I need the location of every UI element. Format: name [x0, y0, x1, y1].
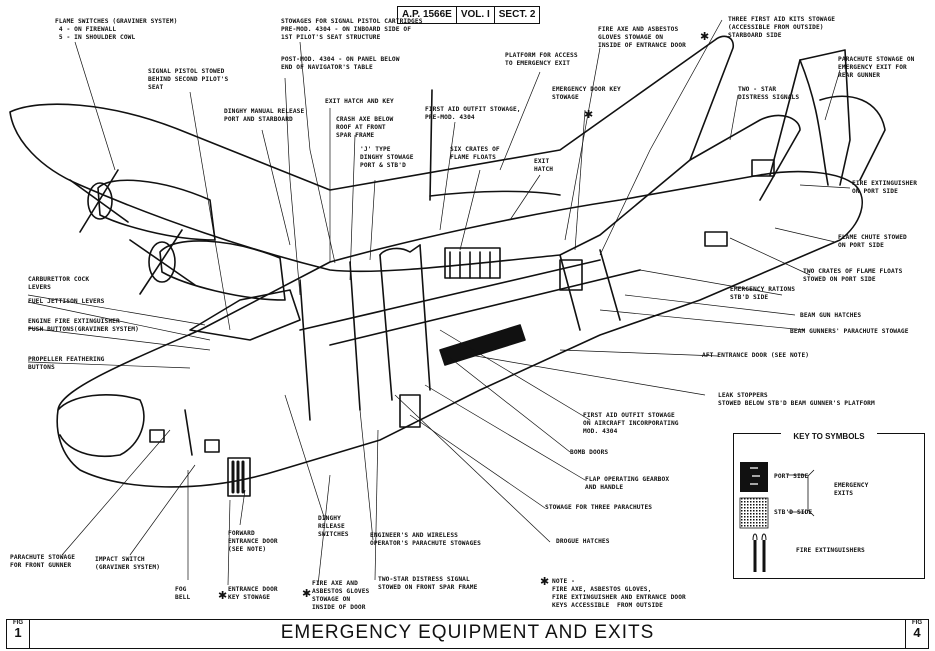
- fig-word: FIG: [912, 620, 922, 626]
- label-two-crates: TWO CRATES OF FLAME FLOATS STOWED ON POR…: [803, 268, 903, 283]
- key-title: KEY TO SYMBOLS: [781, 432, 877, 441]
- label-post-mod: POST-MOD. 4304 - ON PANEL BELOW END OF N…: [281, 56, 400, 71]
- fig-word: FIG: [13, 620, 23, 626]
- key-to-symbols: KEY TO SYMBOLS PORT SIDE STB'D SIDE EMER…: [733, 432, 925, 579]
- fig-number: 1: [14, 625, 22, 640]
- document-reference: A.P. 1566E VOL. I SECT. 2: [397, 6, 541, 24]
- label-exit-hatch-small: EXIT HATCH: [534, 158, 554, 173]
- reference-ap: A.P. 1566E: [398, 7, 457, 23]
- wing-outline: [9, 35, 735, 273]
- label-fire-axe-bottom: FIRE AXE AND ASBESTOS GLOVES STOWAGE ON …: [312, 580, 370, 611]
- label-dinghy-release-switches: DINGHY RELEASE SWITCHES: [318, 515, 349, 538]
- key-symbols: [739, 462, 815, 572]
- page-title: EMERGENCY EQUIPMENT AND EXITS: [280, 622, 655, 643]
- key-stbd-side: STB'D SIDE: [774, 509, 813, 516]
- label-fire-axe-top: FIRE AXE AND ASBESTOS GLOVES STOWAGE ON …: [598, 26, 686, 49]
- note-asterisk-icon: ✱: [584, 108, 594, 121]
- engine-outer: [97, 179, 216, 241]
- label-carburettor-cock: CARBURETTOR COCK LEVERS: [28, 276, 90, 291]
- label-first-aid-stowage: FIRST AID OUTFIT STOWAGE ON AIRCRAFT INC…: [583, 412, 679, 435]
- label-propeller-feathering: PROPELLER FEATHERING BUTTONS: [28, 356, 105, 371]
- label-six-crates: SIX CRATES OF FLAME FLOATS: [450, 146, 500, 161]
- reference-vol: VOL. I: [457, 7, 495, 23]
- label-impact-switch: IMPACT SWITCH (GRAVINER SYSTEM): [95, 556, 161, 571]
- label-beam-gun-hatches: BEAM GUN HATCHES: [800, 312, 862, 319]
- key-port-side: PORT SIDE: [774, 473, 809, 480]
- label-first-aid-pre-mod: FIRST AID OUTFIT STOWAGE, PRE-MOD. 4304: [425, 106, 521, 121]
- label-parachute-front-gunner: PARACHUTE STOWAGE FOR FRONT GUNNER: [10, 554, 76, 569]
- fig-number: 4: [913, 625, 921, 640]
- label-bomb-doors: BOMB DOORS: [570, 449, 609, 456]
- label-stowages-signal-cartridges: STOWAGES FOR SIGNAL PISTOL CARTRIDGES PR…: [281, 18, 423, 41]
- label-leak-stoppers: LEAK STOPPERS STOWED BELOW STB'D BEAM GU…: [718, 392, 875, 407]
- label-emergency-door-key: EMERGENCY DOOR KEY STOWAGE: [552, 86, 621, 101]
- note-asterisk-icon: ✱: [218, 589, 228, 602]
- note-asterisk-icon: ✱: [540, 575, 550, 588]
- label-fuel-jettison: FUEL JETTISON LEVERS: [28, 298, 105, 305]
- label-door-key-stowage: ENTRANCE DOOR KEY STOWAGE: [228, 586, 278, 601]
- label-flame-switches: FLAME SWITCHES (GRAVINER SYSTEM) 4 - ON …: [55, 18, 178, 41]
- label-exit-hatch: EXIT HATCH AND KEY: [325, 98, 394, 105]
- key-emergency-exits: EMERGENCY EXITS: [834, 482, 869, 497]
- tail-fin: [769, 49, 851, 186]
- label-beam-gunners-parachute: BEAM GUNNERS' PARACHUTE STOWAGE: [790, 328, 909, 335]
- label-forward-entrance-door: FORWARD ENTRANCE DOOR (SEE NOTE): [228, 530, 278, 553]
- label-drogue-hatches: DROGUE HATCHES: [556, 538, 610, 545]
- label-two-star-signals: TWO - STAR DISTRESS SIGNALS: [738, 86, 800, 101]
- label-parachute-rear-gunner: PARACHUTE STOWAGE ON EMERGENCY EXIT FOR …: [838, 56, 915, 79]
- label-aft-entrance-door: AFT ENTRANCE DOOR (SEE NOTE): [702, 352, 810, 359]
- label-emergency-rations: EMERGENCY RATIONS STB'D SIDE: [730, 286, 796, 301]
- label-fire-extinguisher-port: FIRE EXTINGUISHER ON PORT SIDE: [852, 180, 918, 195]
- label-three-parachutes: STOWAGE FOR THREE PARACHUTES: [545, 504, 653, 511]
- label-flap-gearbox: FLAP OPERATING GEARBOX AND HANDLE: [585, 476, 670, 491]
- figure-number-right: FIG 4: [905, 620, 928, 648]
- figure-number-left: FIG 1: [7, 620, 30, 648]
- label-engineers-parachute: ENGINEER'S AND WIRELESS OPERATOR'S PARAC…: [370, 532, 481, 547]
- label-three-first-aid-kits: THREE FIRST AID KITS STOWAGE (ACCESSIBLE…: [728, 16, 836, 39]
- label-platform: PLATFORM FOR ACCESS TO EMERGENCY EXIT: [505, 52, 578, 67]
- note-asterisk-icon: ✱: [302, 587, 312, 600]
- key-fire-extinguishers: FIRE EXTINGUISHERS: [796, 547, 865, 554]
- label-dinghy-release: DINGHY MANUAL RELEASE PORT AND STARBOARD: [224, 108, 305, 123]
- label-j-type-dinghy: 'J' TYPE DINGHY STOWAGE PORT & STB'D: [360, 146, 414, 169]
- label-crash-axe: CRASH AXE BELOW ROOF AT FRONT SPAR FRAME: [336, 116, 394, 139]
- title-bar: FIG 1 EMERGENCY EQUIPMENT AND EXITS FIG …: [6, 619, 929, 649]
- label-flame-chute: FLAME CHUTE STOWED ON PORT SIDE: [838, 234, 907, 249]
- label-engine-fire-buttons: ENGINE FIRE EXTINGUISHER PUSH BUTTONS(GR…: [28, 318, 139, 333]
- engine-inner: [159, 240, 286, 301]
- label-note: NOTE - FIRE AXE, ASBESTOS GLOVES, FIRE E…: [552, 578, 686, 609]
- label-two-star-bottom: TWO-STAR DISTRESS SIGNAL STOWED ON FRONT…: [378, 576, 478, 591]
- label-fog-bell: FOG BELL: [175, 586, 191, 601]
- tailplane: [689, 114, 801, 201]
- note-asterisk-icon: ✱: [700, 30, 710, 43]
- reference-sect: SECT. 2: [498, 9, 536, 20]
- label-signal-pistol: SIGNAL PISTOL STOWED BEHIND SECOND PILOT…: [148, 68, 229, 91]
